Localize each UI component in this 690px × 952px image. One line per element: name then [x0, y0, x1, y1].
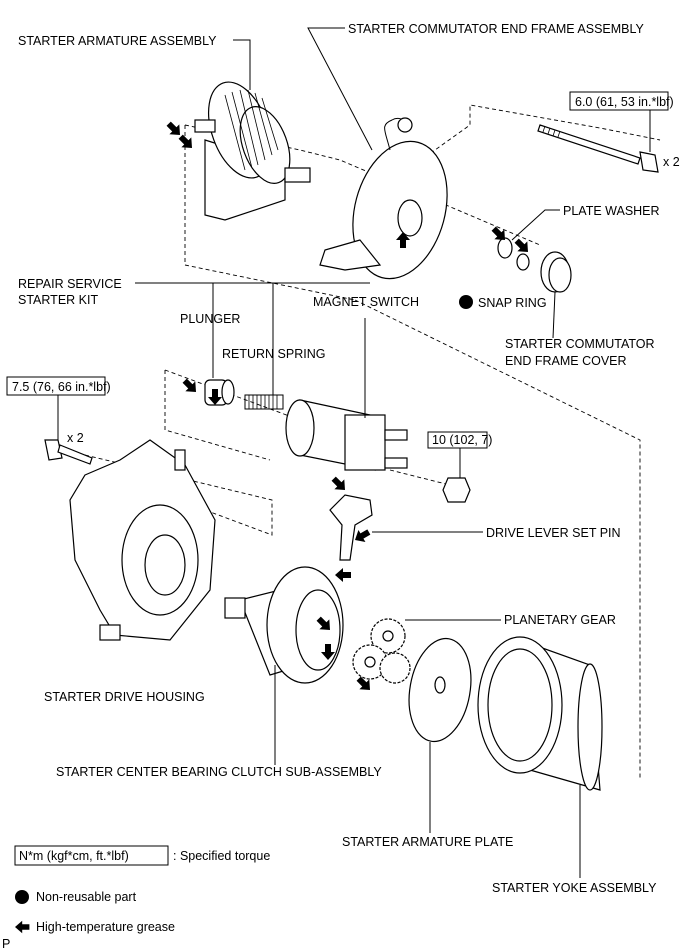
legend: N*m (kgf*cm, ft.*lbf) : Specified torque…: [14, 845, 270, 934]
label-drive-lever-set-pin: DRIVE LEVER SET PIN: [486, 526, 621, 540]
label-yoke: STARTER YOKE ASSEMBLY: [492, 881, 657, 895]
yoke-part: [477, 636, 603, 791]
commutator-end-frame-part: [319, 117, 448, 280]
label-plunger: PLUNGER: [180, 312, 240, 326]
through-bolt-qty: x 2: [663, 155, 680, 169]
drive-housing-part: [69, 439, 216, 641]
torque-nut: 10 (102, 7): [432, 433, 492, 447]
legend-torque-unit: N*m (kgf*cm, ft.*lbf): [19, 849, 129, 863]
label-armature-plate: STARTER ARMATURE PLATE: [342, 835, 513, 849]
legend-non-reusable-icon: [15, 890, 29, 904]
label-snap-ring: SNAP RING: [478, 296, 547, 310]
legend-torque-desc: : Specified torque: [173, 849, 270, 863]
torque-box-nut: [427, 431, 488, 449]
legend-torque-box: [14, 845, 169, 866]
torque-box-through-bolt: [569, 91, 669, 111]
clutch-part: [224, 566, 344, 684]
label-commutator-frame: STARTER COMMUTATOR END FRAME ASSEMBLY: [348, 22, 645, 36]
through-bolt-part: [537, 124, 659, 173]
label-return-spring: RETURN SPRING: [222, 347, 325, 361]
label-drive-housing: STARTER DRIVE HOUSING: [44, 690, 205, 704]
leader-lines: [135, 27, 581, 878]
washer-ring-cover-parts: [488, 223, 572, 293]
label-plate-washer: PLATE WASHER: [563, 204, 660, 218]
housing-bolt-qty: x 2: [67, 431, 84, 445]
armature-part: [163, 81, 311, 221]
label-cover-2: END FRAME COVER: [505, 354, 627, 368]
label-repair-kit-1: REPAIR SERVICE: [18, 277, 122, 291]
legend-grease: High-temperature grease: [36, 920, 175, 934]
label-planetary-gear: PLANETARY GEAR: [504, 613, 616, 627]
armature-plate-part: [408, 637, 472, 743]
legend-grease-arrow-icon: [15, 920, 30, 934]
torque-box-housing-bolt: [6, 376, 106, 396]
label-clutch: STARTER CENTER BEARING CLUTCH SUB-ASSEMB…: [56, 765, 382, 779]
housing-bolt-part: [44, 439, 93, 465]
legend-non-reusable: Non-reusable part: [36, 890, 137, 904]
label-armature: STARTER ARMATURE ASSEMBLY: [18, 34, 217, 48]
corner-mark: P: [2, 937, 10, 951]
drive-lever-part: [328, 473, 373, 582]
label-magnet-switch: MAGNET SWITCH: [313, 295, 419, 309]
plunger-part: [179, 375, 235, 406]
torque-through-bolt: 6.0 (61, 53 in.*lbf): [575, 95, 674, 109]
return-spring-part: [244, 394, 284, 410]
magnet-switch-part: [285, 399, 408, 471]
non-reusable-icon: [459, 295, 473, 309]
label-repair-kit-2: STARTER KIT: [18, 293, 98, 307]
planetary-gear-part: [352, 618, 411, 695]
nut-part: [442, 477, 471, 503]
torque-housing-bolt: 7.5 (76, 66 in.*lbf): [12, 380, 111, 394]
label-cover-1: STARTER COMMUTATOR: [505, 337, 655, 351]
